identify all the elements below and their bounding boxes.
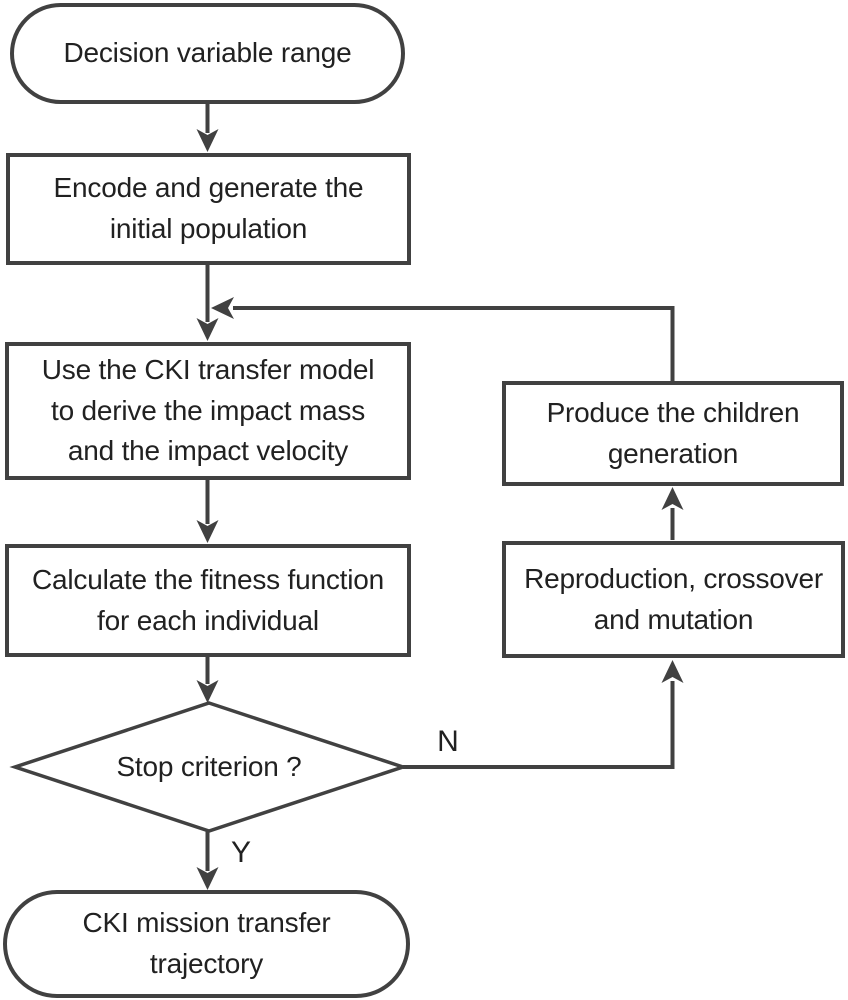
edge-label-yes: Y [230, 836, 251, 869]
edge-feedback-loop [233, 306, 675, 381]
node-encode: Encode and generate the initial populati… [6, 153, 411, 265]
arrowhead-cki-fitness-icon [196, 520, 219, 543]
node-end-label: CKI mission transfer trajectory [82, 907, 331, 979]
node-cki-model-label: Use the CKI transfer model to derive the… [41, 354, 375, 467]
node-produce-label: Produce the children generation [546, 396, 800, 469]
edge-stop-reproduction [403, 681, 675, 769]
node-reproduction-label: Reproduction, crossover and mutation [524, 562, 823, 635]
node-start: Decision variable range [10, 3, 405, 104]
node-encode-label: Encode and generate the initial populati… [53, 172, 364, 244]
arrowhead-start-encode-icon [196, 129, 219, 152]
node-produce: Produce the children generation [502, 381, 844, 486]
node-cki-model: Use the CKI transfer model to derive the… [5, 342, 411, 480]
node-fitness: Calculate the fitness function for each … [5, 544, 411, 657]
node-reproduction: Reproduction, crossover and mutation [502, 541, 845, 658]
node-fitness-label: Calculate the fitness function for each … [32, 563, 384, 636]
arrowhead-reproduction-produce-icon [661, 487, 684, 510]
arrowhead-feedback-icon [211, 297, 234, 319]
arrowhead-encode-cki-icon [196, 318, 219, 341]
node-stop-label: Stop criterion ? [116, 751, 302, 782]
node-stop-diamond [9, 701, 409, 833]
arrowhead-stop-end-icon [196, 867, 219, 890]
edge-label-no: N [437, 725, 459, 758]
arrowhead-stop-reproduction-icon [661, 660, 684, 683]
node-end: CKI mission transfer trajectory [3, 890, 410, 998]
arrowhead-fitness-stop-icon [196, 680, 219, 703]
node-stop-label-container: Stop criterion ? [40, 741, 378, 793]
node-start-label: Decision variable range [63, 37, 352, 69]
